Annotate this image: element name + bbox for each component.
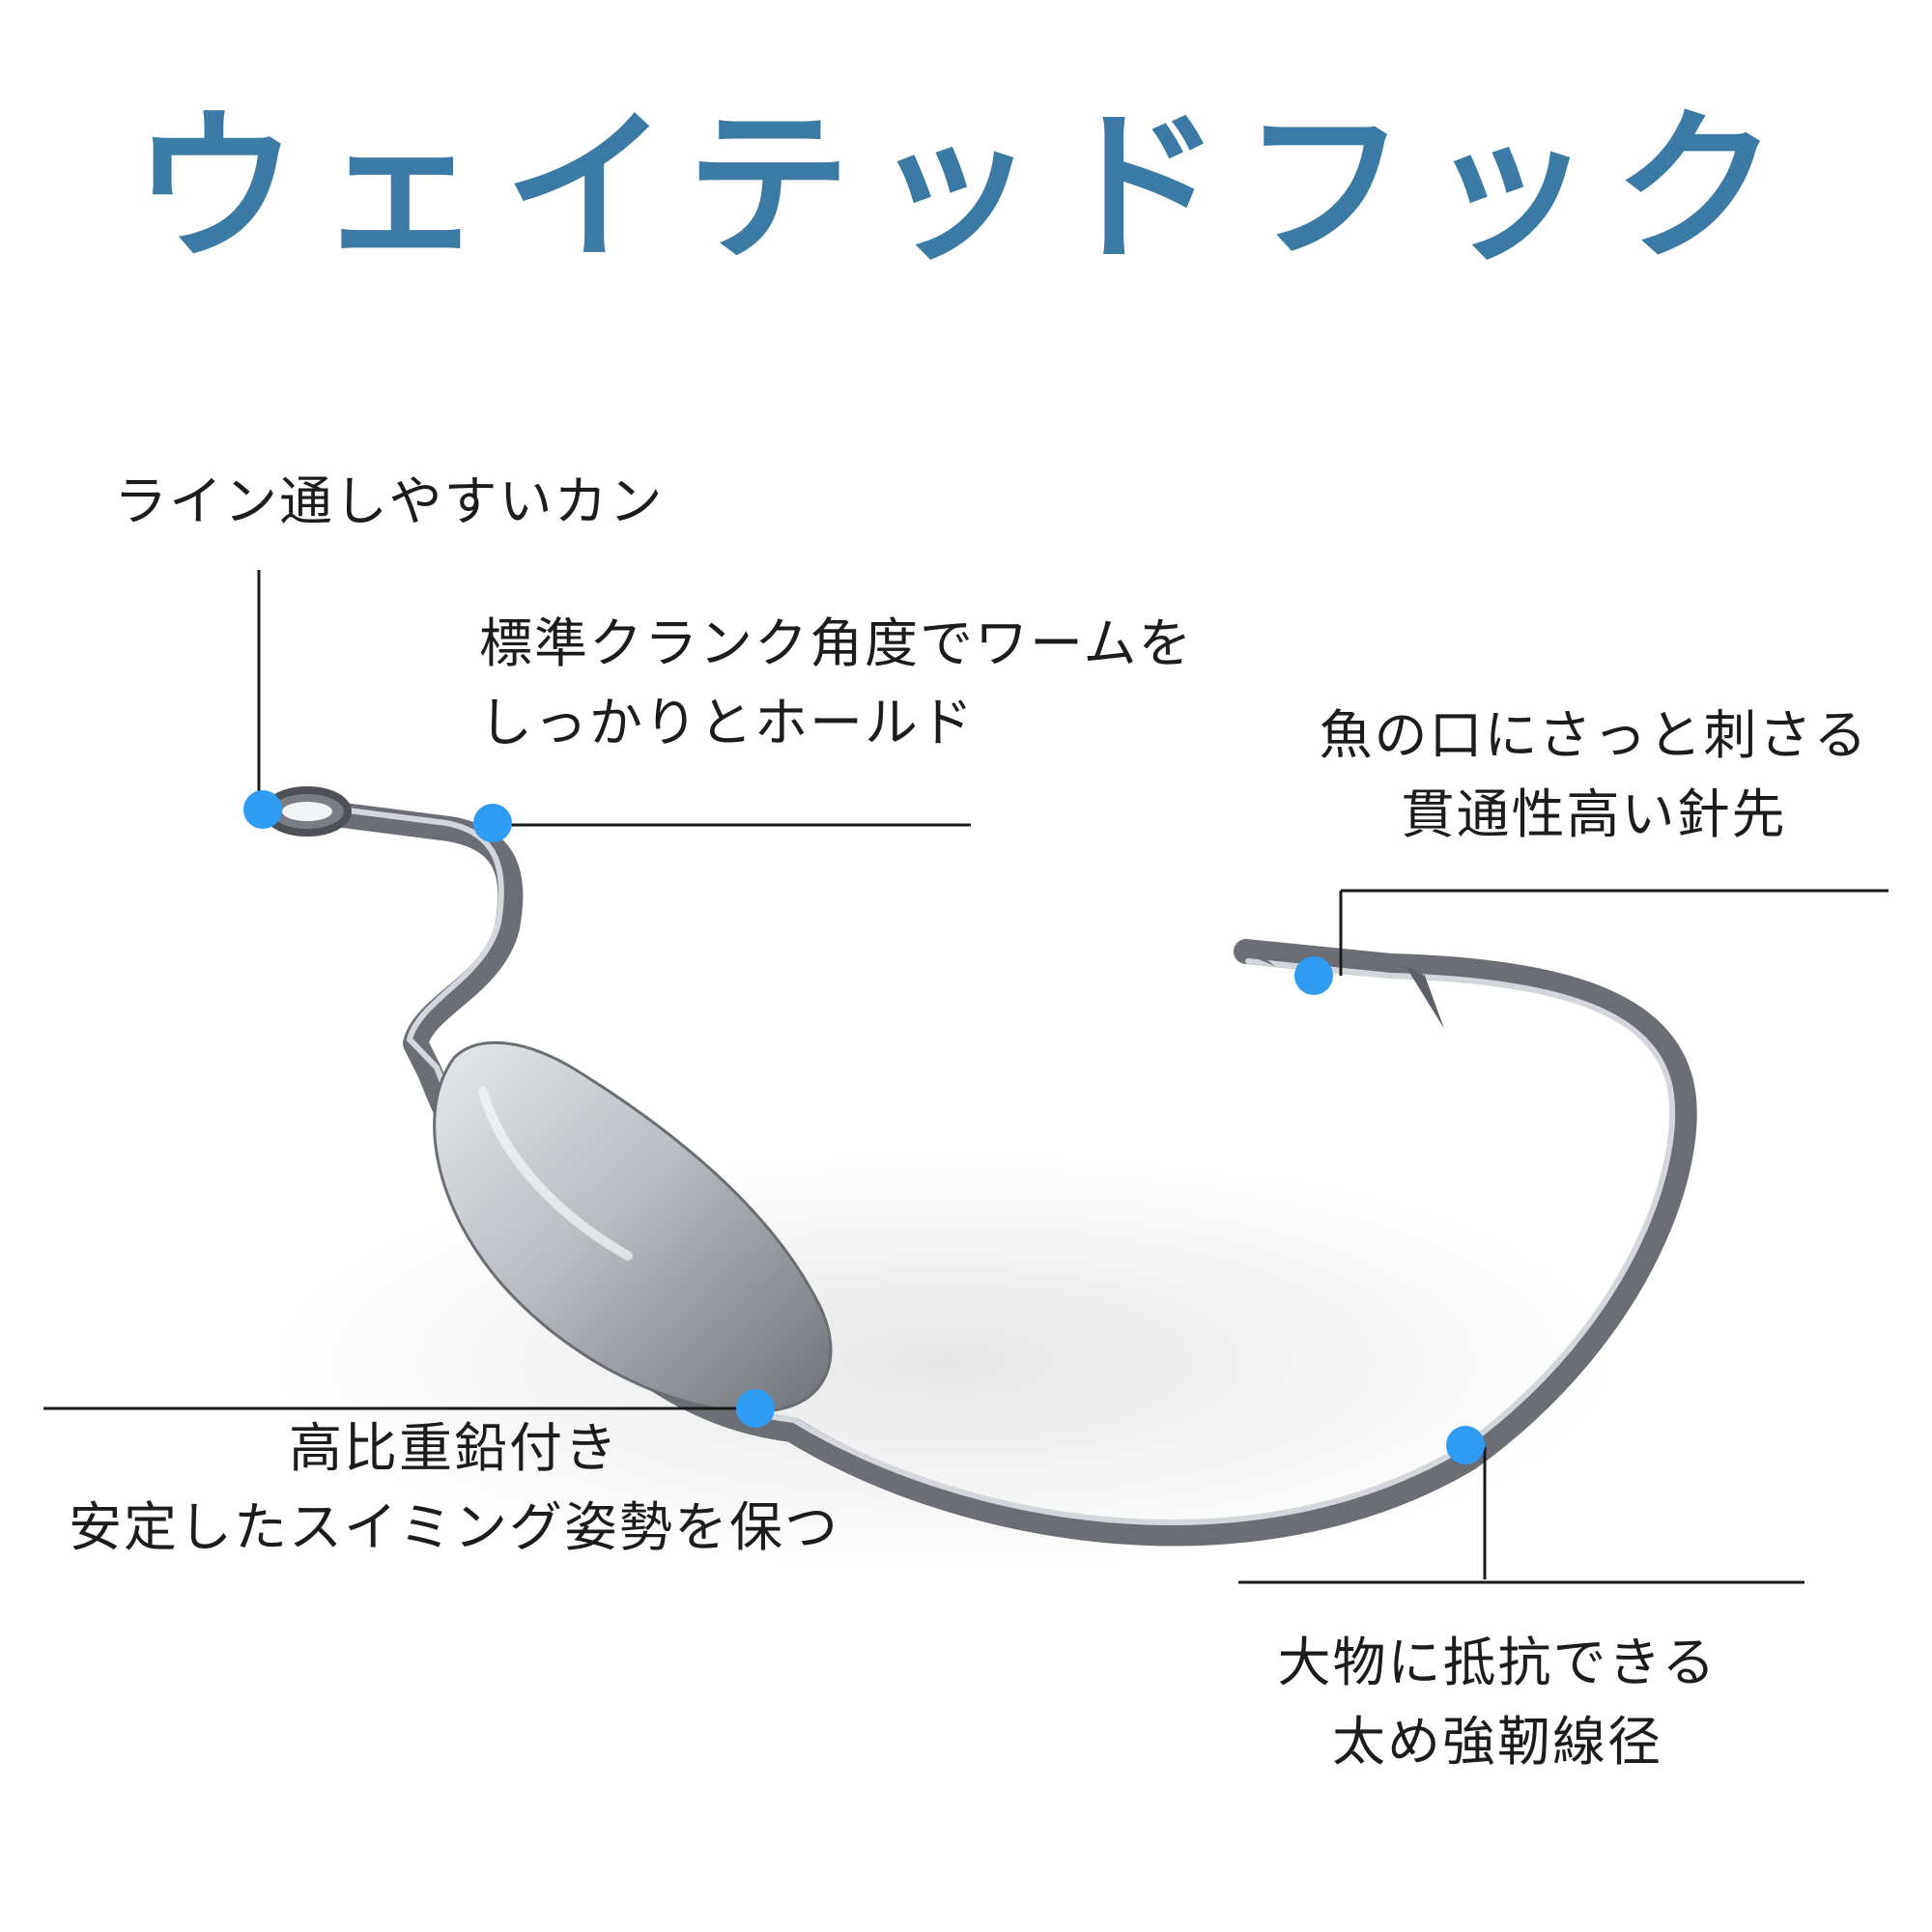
page-title: ウェイテッドフック <box>132 93 1800 284</box>
callout-wire-line-1: 大物に抵抗できる <box>1277 1632 1718 1693</box>
marker-wire <box>1446 1426 1485 1464</box>
marker-weight <box>736 1389 775 1428</box>
callout-crank-line-2: しっかりとホールド <box>479 692 976 753</box>
callout-crank-line-1: 標準クランク角度でワームを <box>479 612 1194 674</box>
hook-point-tip <box>1251 952 1275 966</box>
leader-lines <box>43 570 1889 1584</box>
marker-eye <box>243 790 282 829</box>
callout-eye: ライン通しやすいカン <box>114 462 664 541</box>
callout-eye-line-1: ライン通しやすいカン <box>114 470 665 532</box>
markers <box>243 790 1485 1464</box>
marker-point <box>1294 956 1333 995</box>
hook-eye-hole <box>282 802 332 821</box>
callout-wire: 大物に抵抗できる 太め強靭線径 <box>1198 1623 1797 1781</box>
callout-point-line-2: 貫通性高い針先 <box>1401 783 1787 845</box>
callout-point-line-1: 魚の口にさっと刺さる <box>1319 704 1869 766</box>
callout-point: 魚の口にさっと刺さる 貫通性高い針先 <box>1294 696 1893 854</box>
hook-image <box>263 786 1697 1547</box>
lead-weight <box>433 1040 833 1413</box>
hook-wire <box>264 794 1697 1547</box>
callout-crank: 標準クランク角度でワームを しっかりとホールド <box>479 604 1193 762</box>
callout-weight-line-1: 高比重鉛付き <box>288 1417 619 1479</box>
callout-weight-line-2: 安定したスイミング姿勢を保つ <box>68 1496 839 1558</box>
marker-crank <box>473 804 512 842</box>
hook-barb <box>1406 966 1444 1029</box>
callout-wire-line-2: 太め強靭線径 <box>1331 1711 1662 1773</box>
callout-weight: 高比重鉛付き 安定したスイミング姿勢を保つ <box>39 1408 869 1567</box>
hook-wire-highlight <box>277 799 1676 1525</box>
lead-weight-shine <box>478 1087 633 1261</box>
